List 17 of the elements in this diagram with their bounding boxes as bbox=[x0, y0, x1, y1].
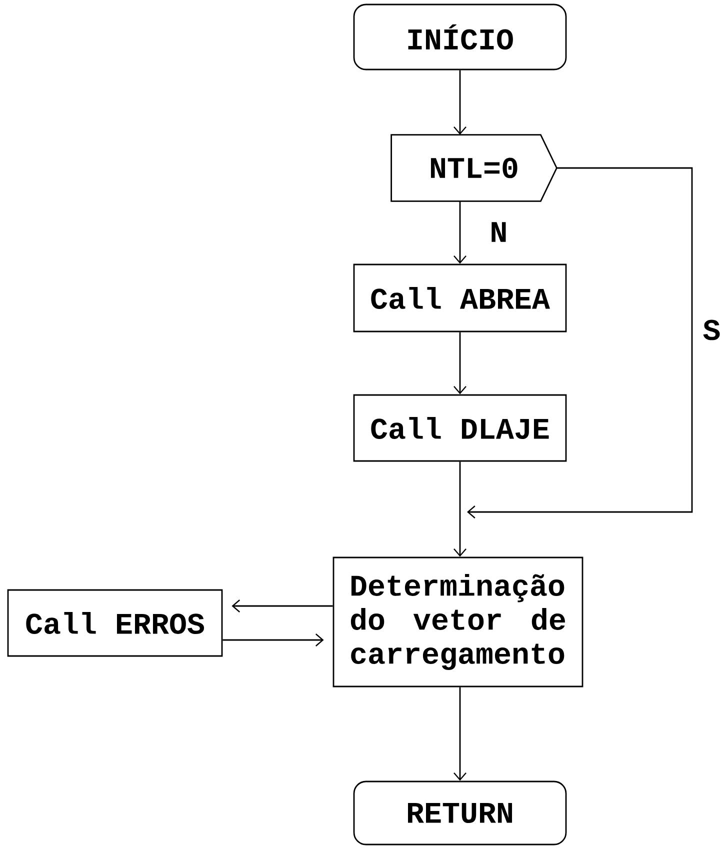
arrow bbox=[454, 332, 466, 394]
arrow bbox=[467, 167, 693, 518]
process-box: Call DLAJE bbox=[353, 394, 567, 462]
process-box: Determinação do vetor de carregamento bbox=[332, 556, 584, 688]
arrow bbox=[454, 201, 466, 264]
arrow bbox=[454, 70, 466, 135]
edge-label: S bbox=[700, 318, 723, 342]
arrow bbox=[222, 634, 324, 646]
decision-box: NTL=0 bbox=[390, 134, 558, 202]
arrow bbox=[454, 462, 466, 557]
arrow bbox=[232, 600, 333, 612]
process-box: Call ABREA bbox=[353, 264, 567, 332]
start-terminal: INÍCIO bbox=[353, 4, 567, 70]
end-terminal: RETURN bbox=[353, 780, 567, 846]
arrow bbox=[454, 687, 466, 781]
process-box: Call ERROS bbox=[7, 589, 223, 657]
edge-label: N bbox=[488, 220, 510, 244]
